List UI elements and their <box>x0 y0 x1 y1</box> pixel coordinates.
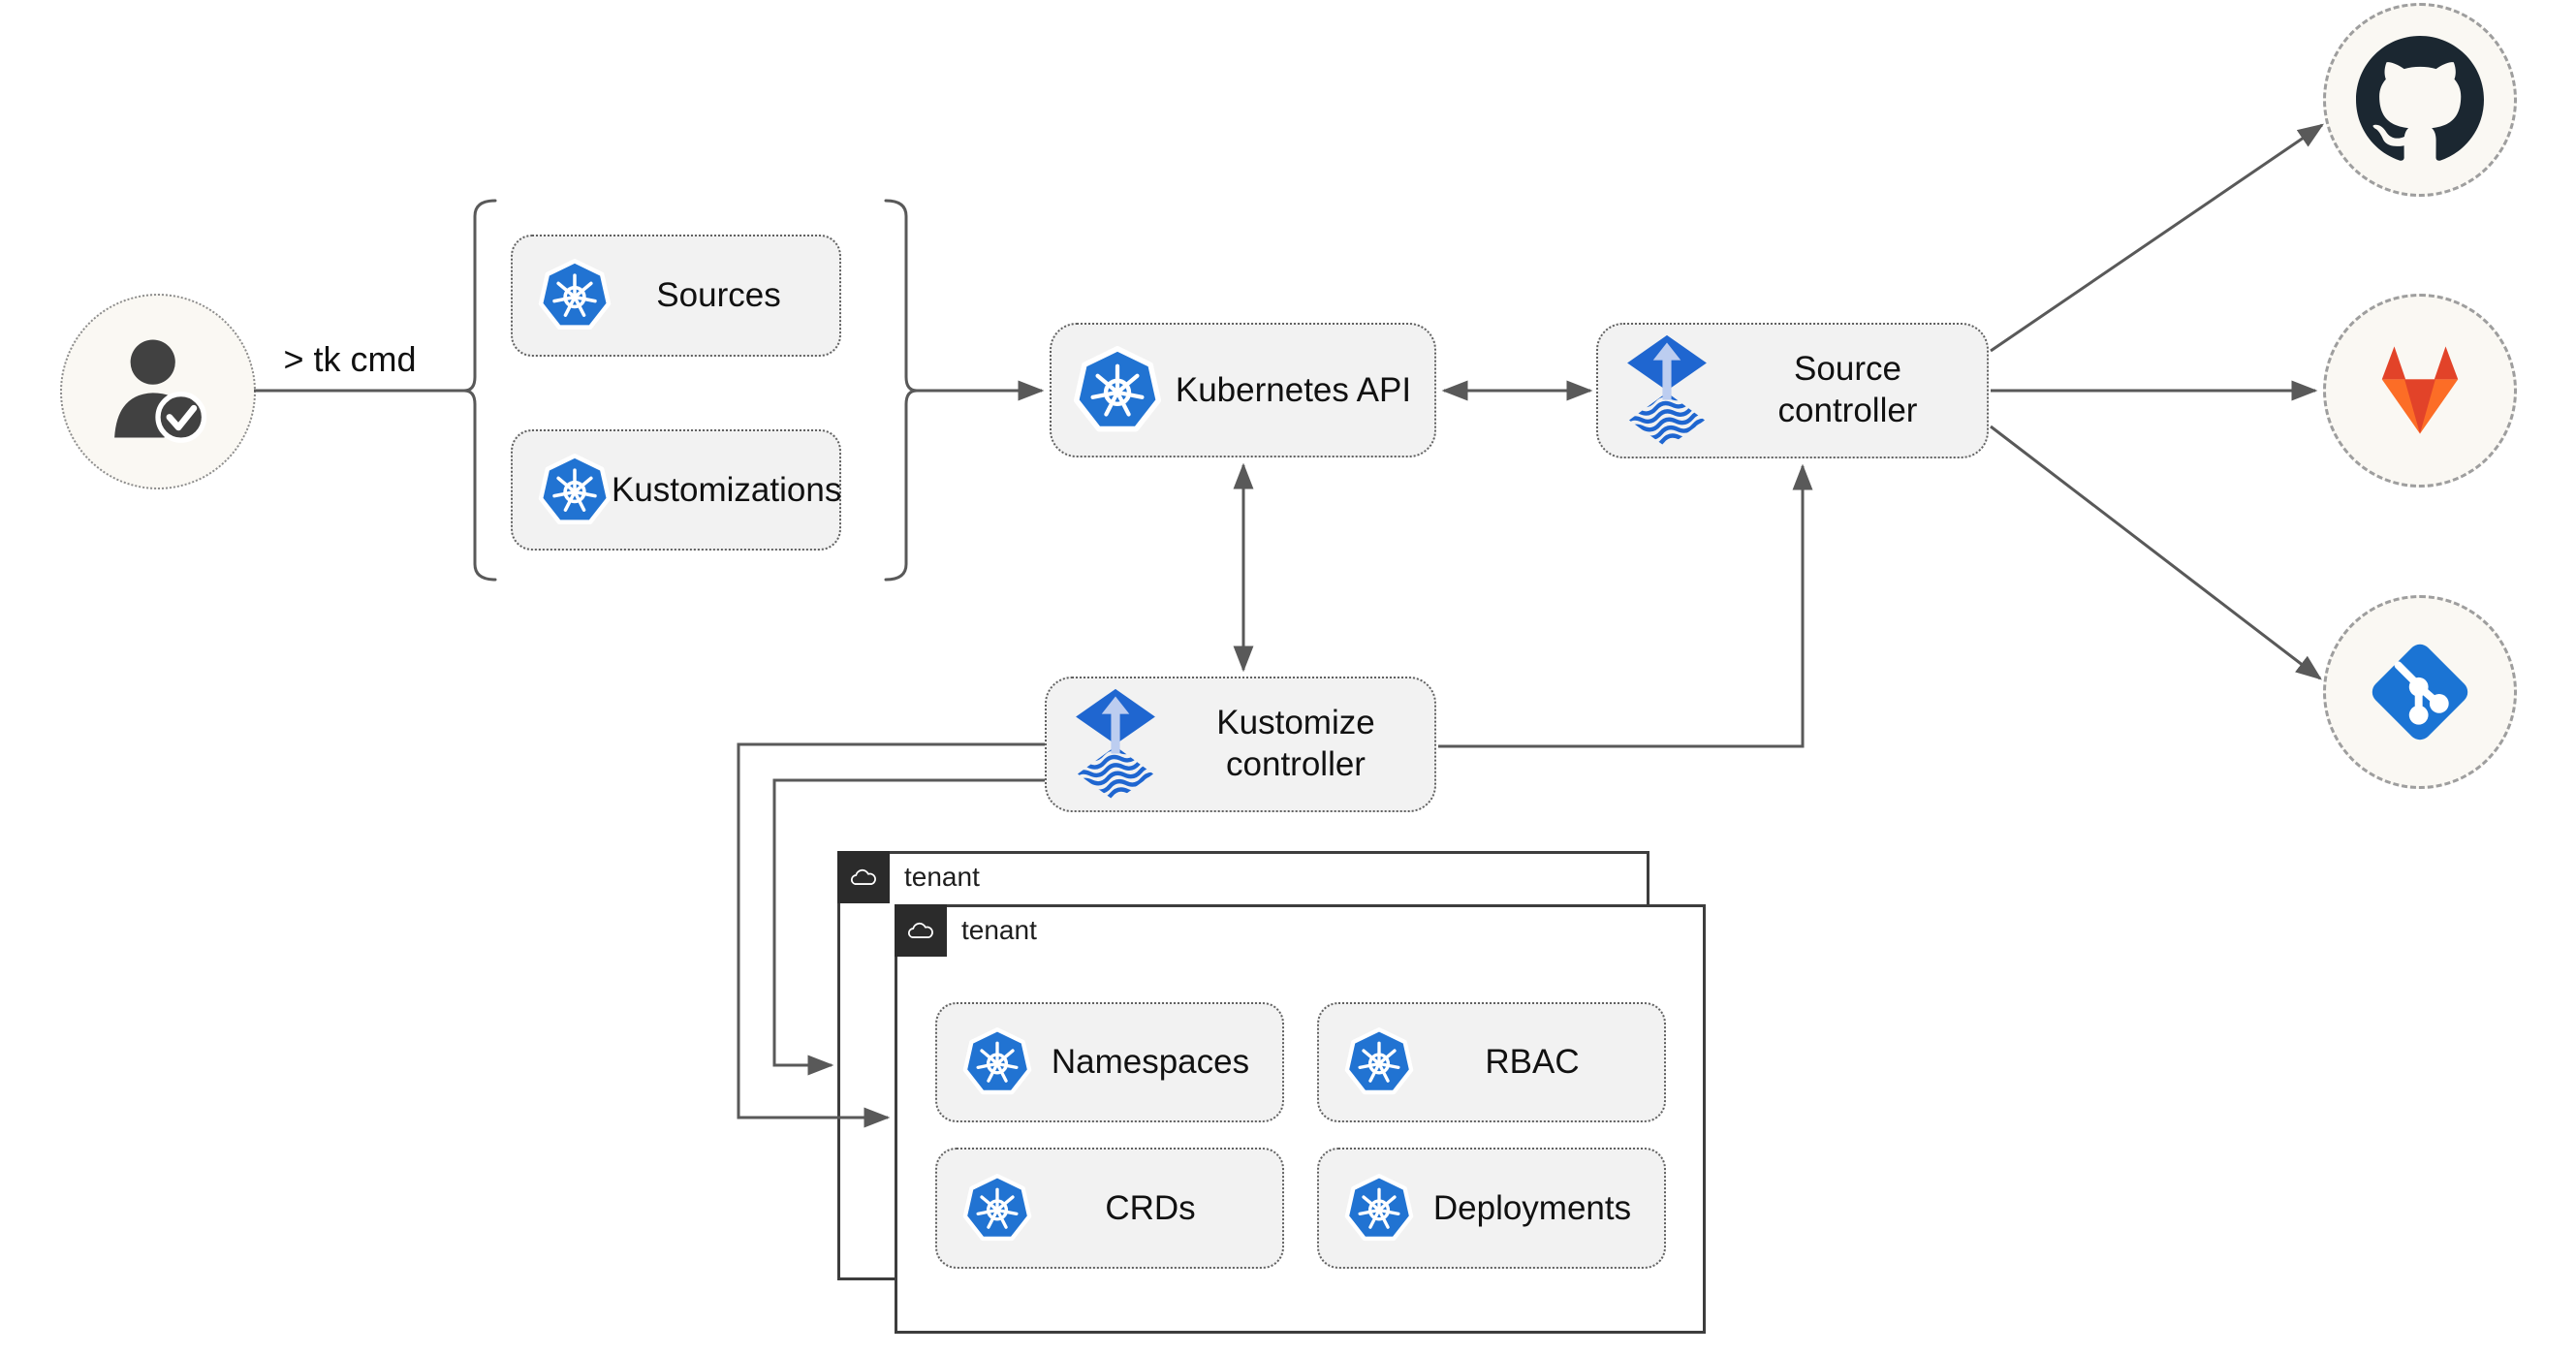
user-actor-circle <box>60 294 256 489</box>
crds-label: CRDs <box>1105 1188 1196 1227</box>
kubernetes-api-label: Kubernetes API <box>1175 370 1412 409</box>
kustomize-controller-label: Kustomize controller <box>1216 704 1375 783</box>
cloud-icon <box>906 920 935 941</box>
rbac-box: RBAC <box>1317 1002 1666 1122</box>
edge-source-github <box>1990 123 2324 353</box>
tenant-title: tenant <box>961 915 1037 945</box>
kubernetes-icon <box>538 259 612 332</box>
sources-label: Sources <box>656 276 781 314</box>
git-circle <box>2323 595 2517 789</box>
edge-source-git <box>1990 425 2322 680</box>
namespaces-box: Namespaces <box>935 1002 1284 1122</box>
namespaces-label: Namespaces <box>1051 1043 1250 1081</box>
edge-kustomize-source <box>1438 463 1813 748</box>
left-brace <box>463 199 497 582</box>
source-controller-box: Source controller <box>1596 323 1989 458</box>
github-circle <box>2323 3 2517 197</box>
git-icon <box>2356 628 2484 756</box>
cloud-icon <box>849 867 878 888</box>
right-brace <box>884 199 918 582</box>
kustomizations-label: Kustomizations <box>612 470 842 509</box>
deployments-box: Deployments <box>1317 1148 1666 1269</box>
tenant-tab <box>895 904 947 957</box>
rbac-label: RBAC <box>1485 1043 1580 1081</box>
kubernetes-icon <box>962 1027 1032 1097</box>
kustomize-controller-box: Kustomize controller <box>1045 677 1436 812</box>
kubernetes-api-box: Kubernetes API <box>1050 323 1436 457</box>
kubernetes-icon <box>962 1174 1032 1244</box>
tenant-title: tenant <box>904 862 980 892</box>
flux-controller-icon <box>1625 333 1709 448</box>
tk-cmd-label: > tk cmd <box>283 339 417 379</box>
source-controller-label: Source controller <box>1777 350 1918 429</box>
sources-box: Sources <box>511 235 841 357</box>
gitlab-circle <box>2323 294 2517 488</box>
gitlab-icon <box>2369 343 2471 438</box>
kubernetes-icon <box>538 454 612 527</box>
kustomizations-box: Kustomizations <box>511 429 841 551</box>
flux-controller-icon <box>1074 687 1157 802</box>
tenant-tab <box>837 851 890 903</box>
user-check-icon <box>94 328 222 456</box>
kubernetes-icon <box>1073 346 1162 435</box>
deployments-label: Deployments <box>1432 1188 1632 1227</box>
tenant-window-front: tenant Namespaces RBAC CRDs Deployments <box>895 904 1706 1334</box>
kubernetes-icon <box>1344 1027 1414 1097</box>
crds-box: CRDs <box>935 1148 1284 1269</box>
github-icon <box>2356 36 2484 164</box>
kubernetes-icon <box>1344 1174 1414 1244</box>
